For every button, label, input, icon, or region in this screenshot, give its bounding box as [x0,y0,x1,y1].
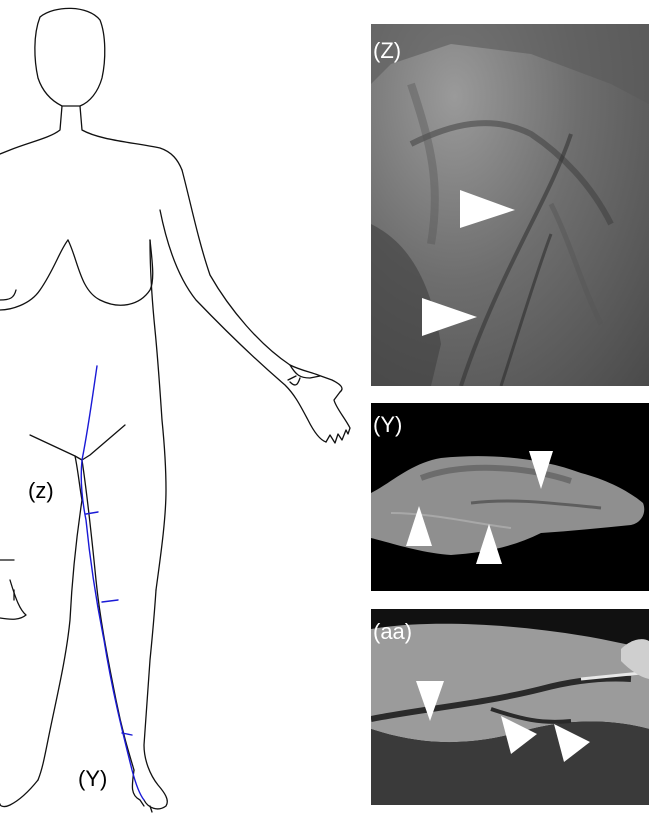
neck-shoulder-left [0,106,62,154]
panel-label-z: (Z) [373,38,401,64]
leg-inner-right [82,460,134,770]
panel-label-y: (Y) [373,412,402,438]
arrowhead-z-1 [460,190,520,230]
great-saphenous-vein [81,366,144,800]
body-label-upper: (z) [28,478,54,504]
left-leg-outer [0,560,26,619]
arrowhead-y-3 [476,524,506,566]
torso-right [150,240,166,590]
photo-panel-aa [371,609,649,805]
vein-tributary-2 [102,600,118,602]
arrowhead-y-2 [406,506,436,548]
body-outline-drawing [0,0,360,817]
leg-outer-right [144,590,167,809]
dissection-texture-y [371,403,649,591]
arrowhead-aa-1 [416,681,446,723]
arrowhead-y-1 [529,451,559,491]
body-label-lower: (Y) [78,766,107,792]
dissection-texture-aa [371,609,649,805]
hand-outline [288,365,350,443]
leg-inner-left [38,500,82,780]
panel-label-aa: (aa) [373,619,412,645]
left-arm-stub [0,290,16,300]
neck-shoulder-right [80,106,182,170]
head-outline [35,8,105,106]
arm-outer [182,170,342,392]
arrowhead-aa-3 [554,724,596,766]
photo-panel-y [371,403,649,591]
foot-left [0,780,38,807]
photo-panel-z [371,24,649,386]
vein-tributary-1 [86,512,98,514]
breast-left [0,240,68,310]
arm-inner [160,210,326,442]
arrowhead-z-2 [422,298,482,338]
pelvis-line [30,425,125,460]
breast-right [68,240,153,305]
arrowhead-aa-2 [501,716,543,758]
